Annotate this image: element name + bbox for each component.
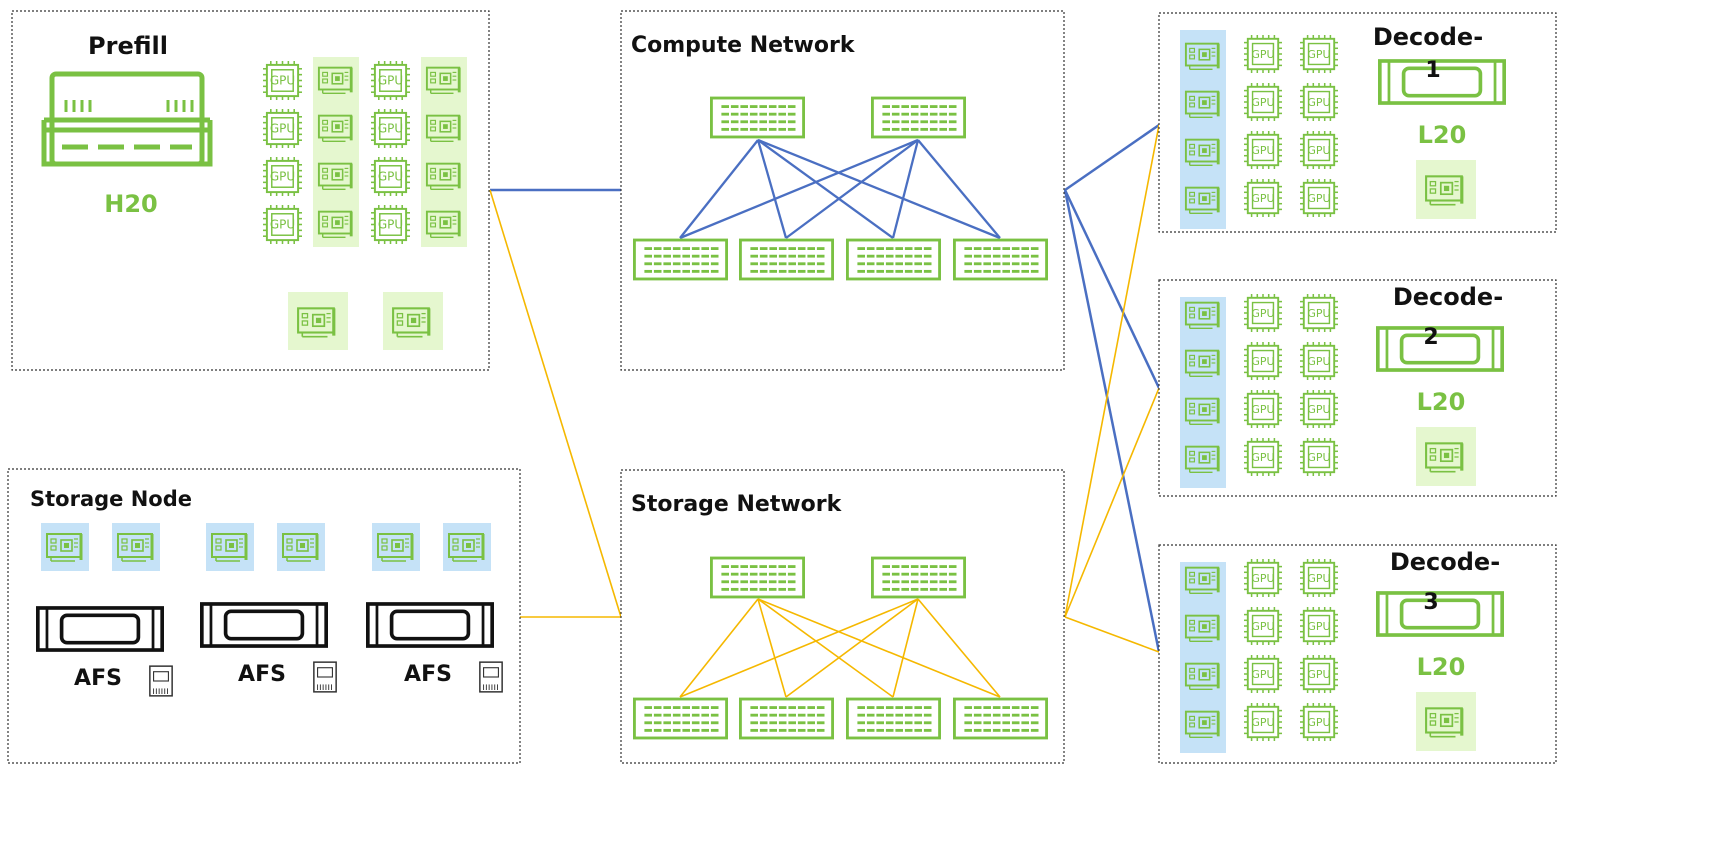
gpu-label: GPU [1251, 451, 1274, 464]
afs-label: AFS [238, 662, 286, 687]
storage-network-title: Storage Network [631, 492, 843, 517]
gpu-label: GPU [1307, 451, 1330, 464]
gpu-icon: GPU [1244, 131, 1282, 169]
gpu-label: GPU [1307, 144, 1330, 157]
gpu-label: GPU [378, 122, 403, 136]
gpu-icon: GPU [1300, 559, 1338, 597]
prefill-gpu-grid: GPU GPU GPU GPU GPU GPU GPU GPU [263, 61, 461, 244]
gpu-icon: GPU [1300, 438, 1338, 476]
gpu-label: GPU [1251, 96, 1274, 109]
prefill-title: Prefill [88, 32, 168, 60]
gpu-label: GPU [1251, 307, 1274, 320]
gpu-label: GPU [1251, 192, 1274, 205]
gpu-label: GPU [1251, 572, 1274, 585]
link-compute-decode-3 [1063, 189, 1161, 653]
link-prefill-storage [489, 189, 622, 618]
gpu-icon: GPU [1244, 294, 1282, 332]
gpu-icon: GPU [371, 205, 410, 244]
gpu-label: GPU [1251, 144, 1274, 157]
gpu-label: GPU [1307, 307, 1330, 320]
gpu-icon: GPU [1244, 655, 1282, 693]
gpu-icon: GPU [1244, 179, 1282, 217]
gpu-label: GPU [270, 218, 295, 232]
gpu-icon: GPU [1300, 35, 1338, 73]
gpu-icon: GPU [1300, 83, 1338, 121]
decode-number: 3 [1423, 590, 1438, 615]
decode-title: Decode- [1373, 23, 1483, 51]
storage-node-title: Storage Node [30, 487, 192, 511]
gpu-label: GPU [378, 218, 403, 232]
storage-node: Storage Node AFS AFS AFS [7, 468, 521, 764]
link-compute-decode-2 [1063, 189, 1161, 389]
decode-gpu-model: L20 [1417, 653, 1466, 681]
storage-network: Storage Network [620, 469, 1065, 764]
gpu-label: GPU [1251, 668, 1274, 681]
gpu-label: GPU [270, 122, 295, 136]
gpu-icon: GPU [1244, 703, 1282, 741]
gpu-icon: GPU [371, 61, 410, 100]
gpu-icon: GPU [371, 109, 410, 148]
compute-network: Compute Network [620, 10, 1065, 371]
gpu-icon: GPU [1244, 35, 1282, 73]
gpu-label: GPU [1307, 620, 1330, 633]
gpu-label: GPU [1307, 96, 1330, 109]
link-storage-decode-2 [1064, 387, 1160, 618]
link-storage-decode-1 [1064, 124, 1160, 618]
afs-label: AFS [74, 666, 122, 691]
gpu-icon: GPU [1300, 607, 1338, 645]
prefill-gpu-model: H20 [104, 190, 157, 218]
gpu-icon: GPU [1244, 390, 1282, 428]
decode-gpu-model: L20 [1417, 388, 1466, 416]
gpu-label: GPU [378, 74, 403, 88]
links [489, 123, 1161, 653]
decode-gpu-model: L20 [1418, 121, 1467, 149]
decode-number: 1 [1425, 58, 1440, 83]
gpu-label: GPU [1307, 716, 1330, 729]
gpu-label: GPU [1307, 403, 1330, 416]
prefill-node: Prefill H20 GPU GPU GPU GPU GPU GPU GPU GPU [11, 10, 490, 371]
gpu-icon: GPU [263, 157, 302, 196]
gpu-icon: GPU [1300, 131, 1338, 169]
gpu-label: GPU [270, 170, 295, 184]
gpu-icon: GPU [1244, 559, 1282, 597]
gpu-icon: GPU [1300, 703, 1338, 741]
gpu-icon: GPU [1244, 607, 1282, 645]
gpu-icon: GPU [1300, 294, 1338, 332]
gpu-icon: GPU [371, 157, 410, 196]
link-storage-decode-3 [1064, 616, 1160, 653]
gpu-icon: GPU [1244, 83, 1282, 121]
gpu-label: GPU [1307, 48, 1330, 61]
afs-label: AFS [404, 662, 452, 687]
gpu-icon: GPU [1300, 390, 1338, 428]
gpu-label: GPU [1251, 403, 1274, 416]
gpu-label: GPU [378, 170, 403, 184]
gpu-icon: GPU [1300, 655, 1338, 693]
h20-server-icon [41, 71, 213, 167]
gpu-label: GPU [1307, 668, 1330, 681]
decode-number: 2 [1423, 325, 1438, 350]
gpu-icon: GPU [263, 205, 302, 244]
gpu-label: GPU [1251, 620, 1274, 633]
gpu-icon: GPU [1244, 342, 1282, 380]
decode-title: Decode- [1390, 548, 1500, 576]
gpu-icon: GPU [263, 61, 302, 100]
link-compute-decode-1 [1064, 123, 1160, 192]
gpu-icon: GPU [1300, 179, 1338, 217]
gpu-label: GPU [1307, 192, 1330, 205]
gpu-icon: GPU [263, 109, 302, 148]
gpu-label: GPU [1307, 355, 1330, 368]
gpu-icon: GPU [1300, 342, 1338, 380]
gpu-label: GPU [1251, 716, 1274, 729]
gpu-icon: GPU [1244, 438, 1282, 476]
compute-network-title: Compute Network [631, 33, 856, 58]
gpu-label: GPU [1307, 572, 1330, 585]
gpu-label: GPU [1251, 355, 1274, 368]
gpu-label: GPU [1251, 48, 1274, 61]
gpu-label: GPU [270, 74, 295, 88]
decode-title: Decode- [1393, 283, 1503, 311]
